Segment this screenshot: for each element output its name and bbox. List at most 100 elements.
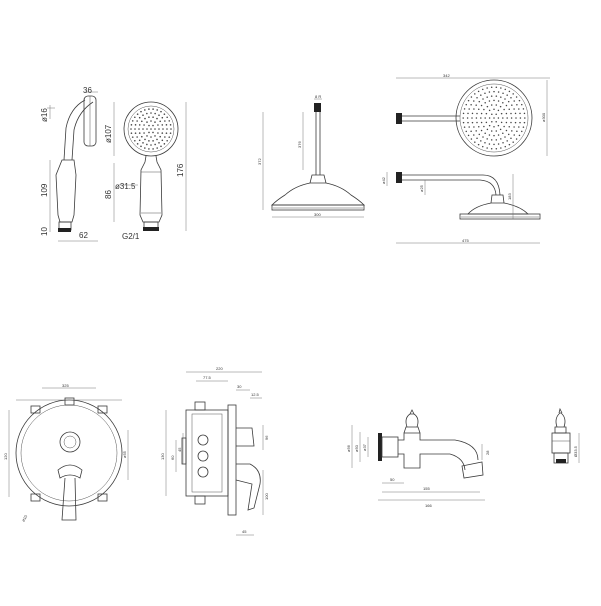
- nozzle-dot: [493, 134, 495, 137]
- nozzle-dot: [471, 112, 474, 115]
- nozzle-dot: [522, 126, 525, 128]
- nozzle-dot: [474, 93, 476, 95]
- nozzle-dot: [474, 141, 476, 143]
- dim-h-total: 376: [297, 141, 302, 148]
- nozzle-dot: [152, 148, 154, 150]
- dim-spout-front-h: Ø33.5: [573, 445, 578, 457]
- nozzle-dot: [475, 117, 478, 119]
- nozzle-dot: [485, 112, 488, 115]
- nozzle-dot: [159, 120, 161, 123]
- nozzle-dot: [484, 142, 486, 144]
- nozzle-dot: [495, 139, 498, 141]
- dim-w-spout: 50: [390, 477, 395, 482]
- nozzle-dot: [506, 117, 508, 119]
- nozzle-dot: [131, 136, 134, 138]
- nozzle-dot: [130, 132, 133, 134]
- nozzle-dot: [161, 139, 164, 142]
- nozzle-dot: [513, 126, 515, 128]
- dim-h-arm: 372: [257, 158, 262, 165]
- nozzle-dot: [473, 134, 475, 136]
- nozzle-dot: [159, 135, 161, 138]
- nozzle-dot: [158, 142, 160, 144]
- nozzle-dot: [169, 132, 172, 134]
- nozzle-dot: [138, 116, 141, 119]
- nozzle-dot: [480, 94, 482, 96]
- nozzle-dot: [493, 108, 495, 110]
- nozzle-dot: [495, 121, 497, 123]
- nozzle-dot: [502, 92, 504, 94]
- nozzle-dot: [522, 108, 525, 110]
- nozzle-dot: [161, 116, 164, 119]
- nozzle-dot: [150, 144, 152, 146]
- nozzle-dot: [497, 117, 500, 119]
- nozzle-dot: [484, 132, 486, 134]
- nozzle-dot: [521, 103, 523, 106]
- nozzle-dot: [480, 121, 483, 124]
- wall-shower-view: 342 ø300 ø42 ø25 183 475: [381, 73, 550, 244]
- nozzle-dot: [138, 139, 141, 142]
- nozzle-dot: [491, 113, 493, 115]
- nozzle-dot: [500, 96, 502, 98]
- nozzle-dot: [157, 124, 159, 126]
- nozzle-dot: [476, 112, 478, 115]
- nozzle-dot: [134, 128, 136, 130]
- nozzle-dot: [502, 132, 504, 134]
- nozzle-dot: [158, 114, 160, 116]
- nozzle-dot: [164, 120, 166, 122]
- nozzle-dot: [168, 120, 171, 122]
- dim-h-total: 176: [176, 163, 185, 177]
- nozzle-dot: [488, 109, 491, 112]
- nozzle-dot: [484, 117, 486, 119]
- nozzle-dot: [488, 91, 491, 93]
- nozzle-dot: [134, 124, 137, 126]
- nozzle-dot: [150, 120, 152, 122]
- nozzle-dot: [158, 128, 160, 130]
- nozzle-dot: [146, 121, 148, 123]
- nozzle-dot: [518, 99, 521, 102]
- dim-d-handle: ø55: [122, 450, 127, 458]
- nozzle-dot: [518, 134, 521, 137]
- nozzle-dot: [488, 134, 491, 136]
- nozzle-dot: [463, 108, 466, 110]
- nozzle-dot: [475, 104, 477, 106]
- nozzle-dot: [490, 139, 493, 141]
- nozzle-dot: [466, 117, 469, 119]
- nozzle-dot: [508, 126, 510, 128]
- dim-w-outer: 325: [62, 383, 69, 388]
- nozzle-dot: [473, 100, 475, 102]
- nozzle-dot: [515, 117, 517, 119]
- dim-w-arm: 342: [443, 73, 450, 78]
- mixer-side-view: 220 77.5 30 12.5 130 96 60 45 100 45: [160, 366, 269, 536]
- hand-shower-nozzles: [130, 108, 172, 150]
- nozzle-dot: [493, 143, 495, 146]
- nozzle-dot: [493, 99, 495, 102]
- nozzle-dot: [480, 112, 483, 115]
- nozzle-dot: [168, 136, 171, 138]
- nozzle-dot: [156, 109, 158, 111]
- nozzle-dot: [502, 117, 504, 119]
- nozzle-dot: [493, 117, 495, 119]
- nozzle-dot: [477, 143, 480, 146]
- spout-side-view: ø56 ø50 ø37 28 50 155 166: [346, 409, 490, 508]
- nozzle-dot: [478, 126, 480, 128]
- mixer-front-view: 325 120 ø55 ø10: [3, 383, 129, 523]
- nozzle-dot: [521, 130, 523, 133]
- nozzle-dot: [519, 112, 521, 115]
- nozzle-dot: [505, 112, 508, 115]
- nozzle-dot: [144, 109, 146, 111]
- nozzle-dot: [513, 100, 515, 102]
- nozzle-dot: [470, 104, 472, 106]
- nozzle-dot: [482, 88, 484, 91]
- nozzle-dot: [477, 90, 480, 93]
- nozzle-dot: [500, 87, 502, 89]
- nozzle-dot: [150, 136, 152, 138]
- nozzle-dot: [519, 121, 521, 124]
- nozzle-dot: [490, 95, 493, 97]
- nozzle-dot: [138, 128, 140, 130]
- nozzle-dot: [144, 147, 146, 149]
- dim-h-top: 96: [264, 435, 269, 440]
- nozzle-dot: [486, 147, 488, 149]
- nozzle-dot: [478, 100, 481, 103]
- dim-d-grip: ø31.5: [115, 182, 136, 191]
- nozzle-dot: [148, 116, 150, 118]
